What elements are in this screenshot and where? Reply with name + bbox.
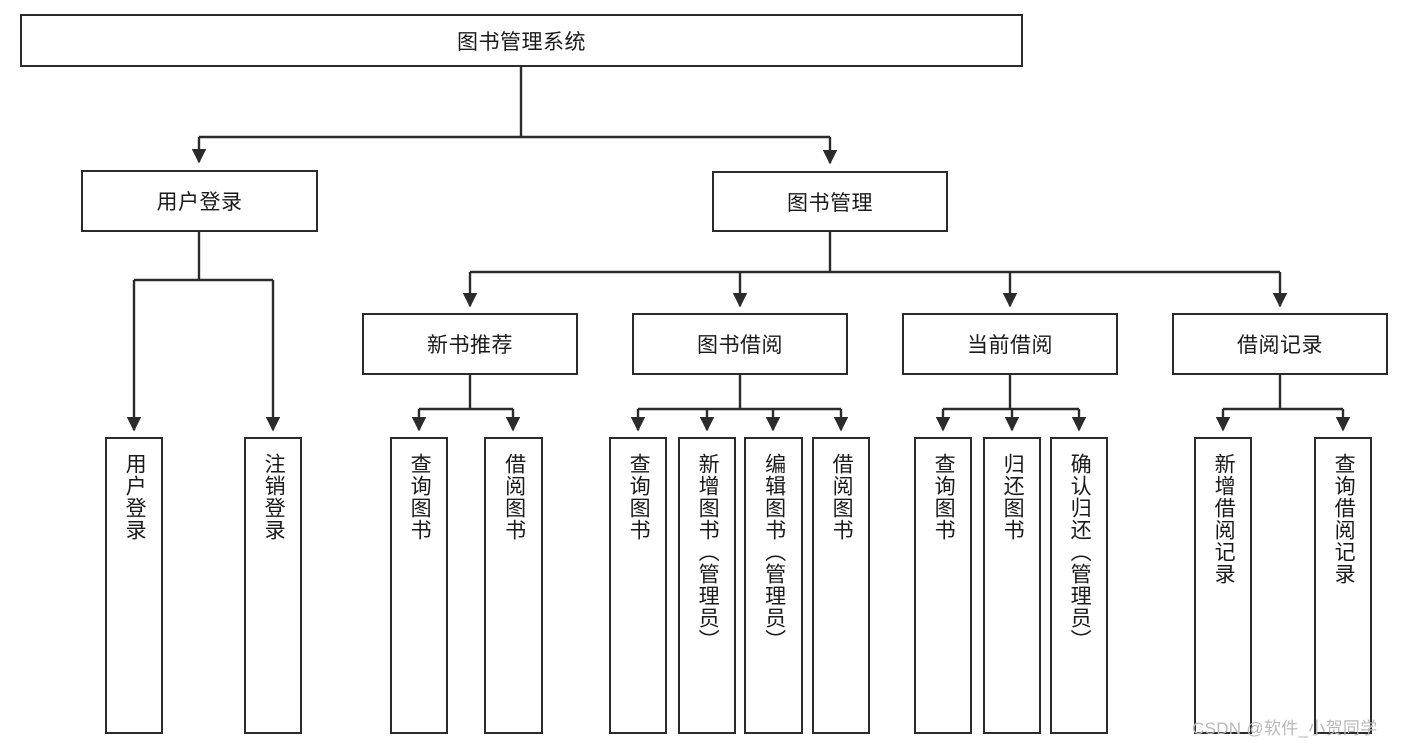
node-label: 借阅记录 — [1237, 334, 1323, 357]
node-label: 查询图书 — [627, 453, 651, 541]
node-label: 查询借阅记录 — [1332, 453, 1356, 585]
csdn-watermark: CSDN @软件_小贺同学 — [1192, 719, 1378, 738]
node-label: 借阅图书 — [830, 453, 854, 541]
leaf-query-book-recommend[interactable]: 查询图书 — [390, 437, 448, 734]
leaf-query-borrow-record[interactable]: 查询借阅记录 — [1314, 437, 1372, 734]
leaf-add-borrow-record[interactable]: 新增借阅记录 — [1194, 437, 1252, 734]
node-user-login[interactable]: 用户登录 — [81, 170, 318, 232]
node-book-borrow[interactable]: 图书借阅 — [632, 313, 848, 375]
leaf-borrow-book[interactable]: 借阅图书 — [812, 437, 870, 734]
node-label: 新增图书（管理员） — [696, 453, 720, 651]
node-label: 用户登录 — [123, 453, 147, 541]
node-label: 当前借阅 — [967, 334, 1053, 357]
node-label: 借阅图书 — [502, 453, 526, 541]
node-label: 新书推荐 — [427, 334, 513, 357]
node-label: 查询图书 — [932, 453, 956, 541]
node-borrow-records[interactable]: 借阅记录 — [1172, 313, 1388, 375]
node-label: 确认归还（管理员） — [1068, 453, 1092, 651]
leaf-edit-book-admin[interactable]: 编辑图书（管理员） — [744, 437, 803, 734]
leaf-borrow-book-recommend[interactable]: 借阅图书 — [484, 437, 543, 734]
leaf-user-login[interactable]: 用户登录 — [105, 437, 163, 734]
leaf-query-book-borrow[interactable]: 查询图书 — [609, 437, 667, 734]
leaf-confirm-return-admin[interactable]: 确认归还（管理员） — [1050, 437, 1108, 734]
node-label: 注销登录 — [262, 453, 286, 541]
node-label: 用户登录 — [156, 191, 243, 214]
leaf-return-book[interactable]: 归还图书 — [983, 437, 1041, 734]
node-label: 归还图书 — [1001, 453, 1025, 541]
node-label: 图书管理 — [787, 191, 873, 215]
node-current-borrow[interactable]: 当前借阅 — [902, 313, 1118, 375]
node-label: 编辑图书（管理员） — [762, 453, 786, 651]
node-new-book-recommend[interactable]: 新书推荐 — [362, 313, 578, 375]
node-label: 新增借阅记录 — [1212, 453, 1236, 585]
node-label: 图书管理系统 — [457, 30, 586, 54]
node-book-management[interactable]: 图书管理 — [712, 171, 948, 232]
node-root-system[interactable]: 图书管理系统 — [20, 14, 1023, 67]
node-label: 图书借阅 — [697, 334, 783, 357]
leaf-logout[interactable]: 注销登录 — [244, 437, 302, 734]
leaf-query-book-current[interactable]: 查询图书 — [914, 437, 972, 734]
leaf-add-book-admin[interactable]: 新增图书（管理员） — [678, 437, 736, 734]
node-label: 查询图书 — [408, 453, 432, 541]
